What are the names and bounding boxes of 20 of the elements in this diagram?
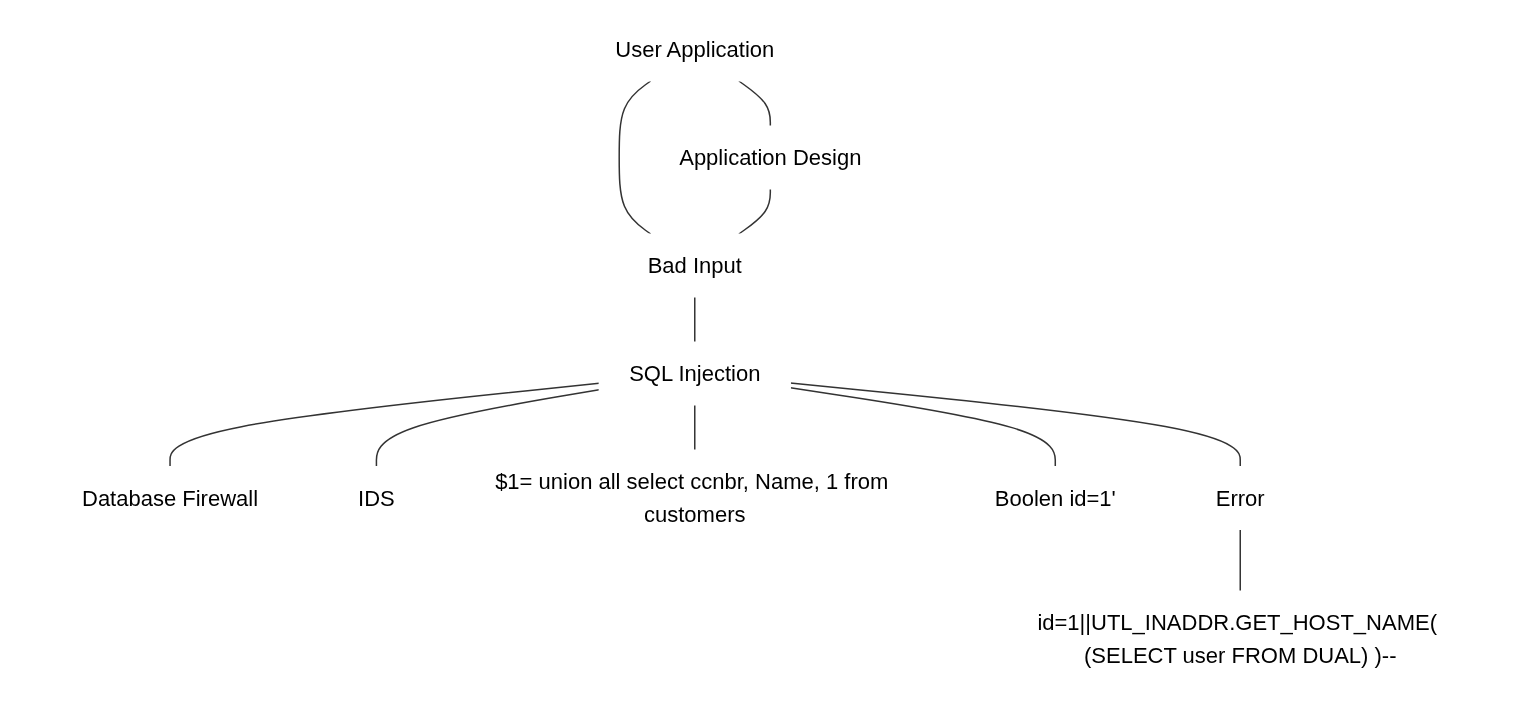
node-text: Bad Input: [648, 253, 743, 278]
connector: [790, 382, 1242, 468]
node-text: Application Design: [679, 145, 862, 170]
node-text: SQL Injection: [629, 361, 761, 386]
node-text: id=1||UTL_INADDR.GET_HOST_NAME( (SELECT user FROM DUAL) )--: [1037, 610, 1438, 668]
connector: [1239, 528, 1242, 592]
connector: [694, 404, 696, 451]
connector: [738, 80, 772, 127]
node-text: IDS: [358, 485, 396, 511]
connector: [618, 80, 652, 235]
connector: [376, 388, 601, 468]
node-text: Database Firewall: [82, 485, 259, 511]
connector: [169, 382, 601, 468]
connector: [694, 296, 696, 343]
node-text: $1= union all select ccnbr, Name, 1 from customers: [495, 469, 889, 527]
node-text: Error: [1216, 485, 1266, 511]
connector: [738, 188, 772, 235]
node-text: Boolen id=1': [995, 485, 1117, 511]
node-text: User Application: [615, 37, 775, 62]
connector: [790, 387, 1057, 468]
